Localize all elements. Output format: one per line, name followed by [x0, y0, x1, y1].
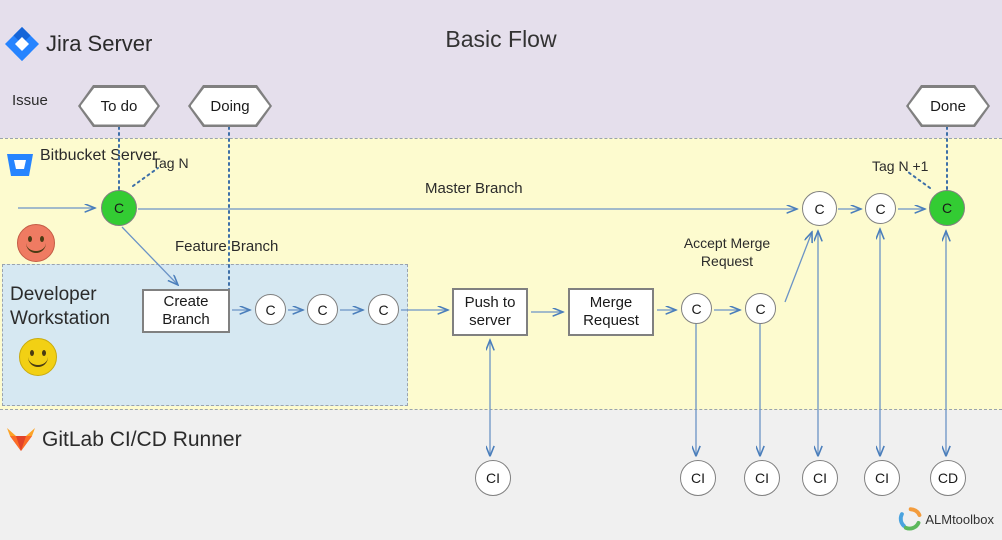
cd-node-release[interactable]: CD	[930, 460, 966, 496]
ci-node-push[interactable]: CI	[475, 460, 511, 496]
issue-state-done[interactable]: Done	[906, 85, 990, 127]
bitbucket-logo-icon	[7, 154, 33, 176]
master-commit-merge[interactable]: C	[802, 191, 837, 226]
ci-node-master-next[interactable]: CI	[864, 460, 900, 496]
jira-server-label: Jira Server	[46, 31, 153, 56]
process-create-branch[interactable]: Create Branch	[142, 289, 230, 333]
ci-node-commit-4[interactable]: CI	[680, 460, 716, 496]
feature-commit-1[interactable]: C	[255, 294, 286, 325]
almtoolbox-logo-icon	[898, 507, 922, 531]
gitlab-logo-icon	[7, 428, 35, 451]
tag-n-plus-1-label: Tag N +1	[872, 158, 929, 174]
process-push-to-server[interactable]: Push to server	[452, 288, 528, 336]
unhappy-developer-avatar	[17, 224, 55, 262]
master-commit-initial[interactable]: C	[101, 190, 137, 226]
issue-state-todo-label: To do	[81, 88, 158, 125]
issue-state-doing[interactable]: Doing	[188, 85, 272, 127]
gitlab-runner-label: GitLab CI/CD Runner	[42, 428, 242, 451]
tag-n-label: Tag N	[152, 155, 189, 171]
lane-jira-server	[0, 0, 1002, 138]
jira-logo-icon	[5, 27, 39, 61]
diagram-title: Basic Flow	[445, 26, 557, 52]
master-branch-label: Master Branch	[425, 180, 523, 197]
feature-commit-4[interactable]: C	[681, 293, 712, 324]
lane-developer-workstation	[2, 264, 408, 406]
feature-branch-label: Feature Branch	[175, 238, 279, 255]
process-merge-request[interactable]: Merge Request	[568, 288, 654, 336]
issue-state-doing-label: Doing	[191, 88, 270, 125]
master-commit-release[interactable]: C	[929, 190, 965, 226]
almtoolbox-text: ALMtoolbox	[925, 511, 994, 527]
feature-commit-2[interactable]: C	[307, 294, 338, 325]
ci-node-commit-5[interactable]: CI	[744, 460, 780, 496]
issue-row-label: Issue	[12, 92, 48, 109]
issue-state-done-label: Done	[909, 88, 988, 125]
bitbucket-server-label: Bitbucket Server	[40, 147, 158, 164]
developer-workstation-label: Developer Workstation	[10, 284, 110, 329]
ci-node-master-merge[interactable]: CI	[802, 460, 838, 496]
issue-state-todo[interactable]: To do	[78, 85, 160, 127]
happy-developer-avatar	[19, 338, 57, 376]
feature-commit-5[interactable]: C	[745, 293, 776, 324]
accept-merge-request-label: Accept Merge Request	[683, 235, 771, 269]
feature-commit-3[interactable]: C	[368, 294, 399, 325]
master-commit-next[interactable]: C	[865, 193, 896, 224]
almtoolbox-watermark: ALMtoolbox	[898, 504, 994, 534]
